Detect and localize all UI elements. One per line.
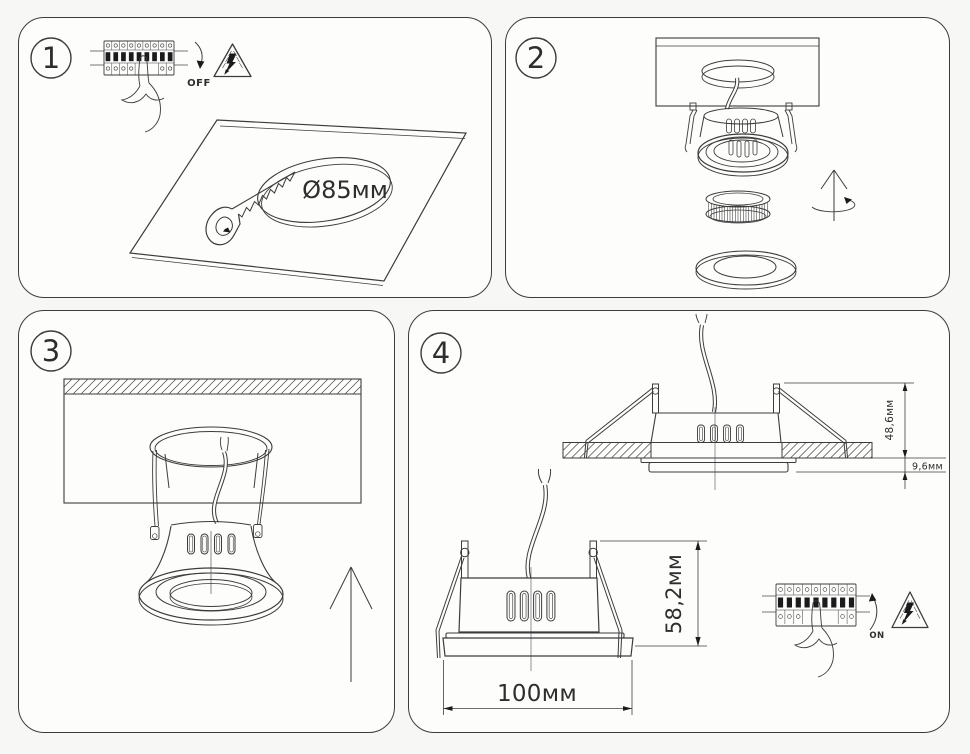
dimension-recess-depth: 48,6мм — [784, 382, 946, 459]
high-voltage-icon — [891, 591, 929, 629]
step-number-badge: 1 — [30, 37, 72, 79]
trim-ring — [695, 250, 797, 290]
breaker-cell-separators — [111, 41, 167, 75]
spring-posts — [651, 383, 781, 414]
recess-depth-label: 48,6мм — [884, 399, 896, 440]
step-1-panel: 1 — [18, 17, 492, 298]
breaker-cell-separators — [784, 584, 848, 624]
supply-wire — [695, 313, 718, 413]
on-label: ON — [869, 631, 884, 641]
step-number: 3 — [42, 334, 60, 368]
switch-off-arrow-icon: OFF — [187, 41, 211, 89]
ceiling-hatching-left — [562, 442, 652, 459]
spring-clip-left — [684, 102, 698, 153]
breaker-terminal-screws — [105, 43, 173, 71]
ceiling-hatching — [63, 378, 362, 395]
step-2-panel: 2 — [505, 17, 950, 298]
ceiling-section — [562, 442, 873, 459]
fixture-dimensions-view: 58,2мм 100мм — [435, 468, 707, 715]
ceiling-with-hole — [655, 37, 820, 107]
step-4-panel: 4 — [408, 310, 950, 733]
breaker-terminal-screws — [778, 587, 854, 619]
supply-wire — [724, 77, 740, 110]
housing-vent-slots — [726, 118, 756, 134]
vent-slots — [697, 424, 744, 443]
dimension-protrusion: 9,6мм — [796, 458, 946, 489]
dimension-total-height: 58,2мм — [600, 540, 707, 647]
ceiling-hatching-right — [781, 442, 873, 459]
step-number-badge: 4 — [420, 332, 462, 374]
push-up-arrow-icon — [329, 566, 373, 682]
vent-slots — [187, 533, 236, 555]
spring-clip-right — [784, 102, 798, 153]
gx53-lamp — [705, 190, 771, 224]
installed-fixture-view: 48,6мм 9,6мм — [562, 313, 946, 490]
springs-deployed — [584, 387, 848, 458]
ceiling-board: Ø85мм — [128, 119, 467, 286]
cutout-hole — [257, 157, 393, 228]
vent-slots — [506, 590, 556, 622]
step-3-panel: 3 — [18, 310, 395, 733]
total-height-label: 58,2мм — [662, 554, 686, 634]
switch-on-arrow-icon: ON — [868, 593, 884, 641]
off-label: OFF — [187, 78, 211, 89]
ceiling-cross-section — [63, 378, 362, 504]
mounting-springs — [150, 448, 270, 540]
fixture-housing — [684, 102, 798, 177]
lamp-knurl-ribs — [708, 202, 768, 222]
keyhole-saw-icon — [205, 171, 296, 246]
circuit-breaker-icon — [762, 583, 870, 627]
cutout-diameter-label: Ø85мм — [302, 176, 388, 204]
spring-posts — [460, 540, 598, 579]
circuit-breaker-icon — [90, 40, 188, 76]
step-number: 2 — [527, 41, 545, 75]
recess-cylinder — [149, 426, 273, 489]
pointing-hand-icon — [793, 600, 838, 678]
protrusion-label: 9,6мм — [912, 462, 943, 473]
supply-wire — [525, 468, 552, 579]
step-number: 1 — [42, 41, 60, 75]
high-voltage-icon — [213, 43, 252, 78]
fixture-body — [138, 520, 284, 626]
springs-open — [435, 555, 623, 659]
socket-slots — [728, 139, 758, 158]
dimension-width: 100мм — [443, 660, 633, 715]
breaker-toggles — [105, 52, 173, 62]
breaker-toggles — [777, 597, 855, 608]
rotate-axis-arrow-icon — [811, 169, 856, 221]
step-number-badge: 3 — [30, 330, 72, 372]
step-number-badge: 2 — [515, 37, 557, 79]
width-label: 100мм — [497, 681, 577, 707]
pointing-hand-icon — [120, 55, 165, 133]
step-number: 4 — [432, 336, 450, 370]
supply-wire — [211, 436, 229, 525]
